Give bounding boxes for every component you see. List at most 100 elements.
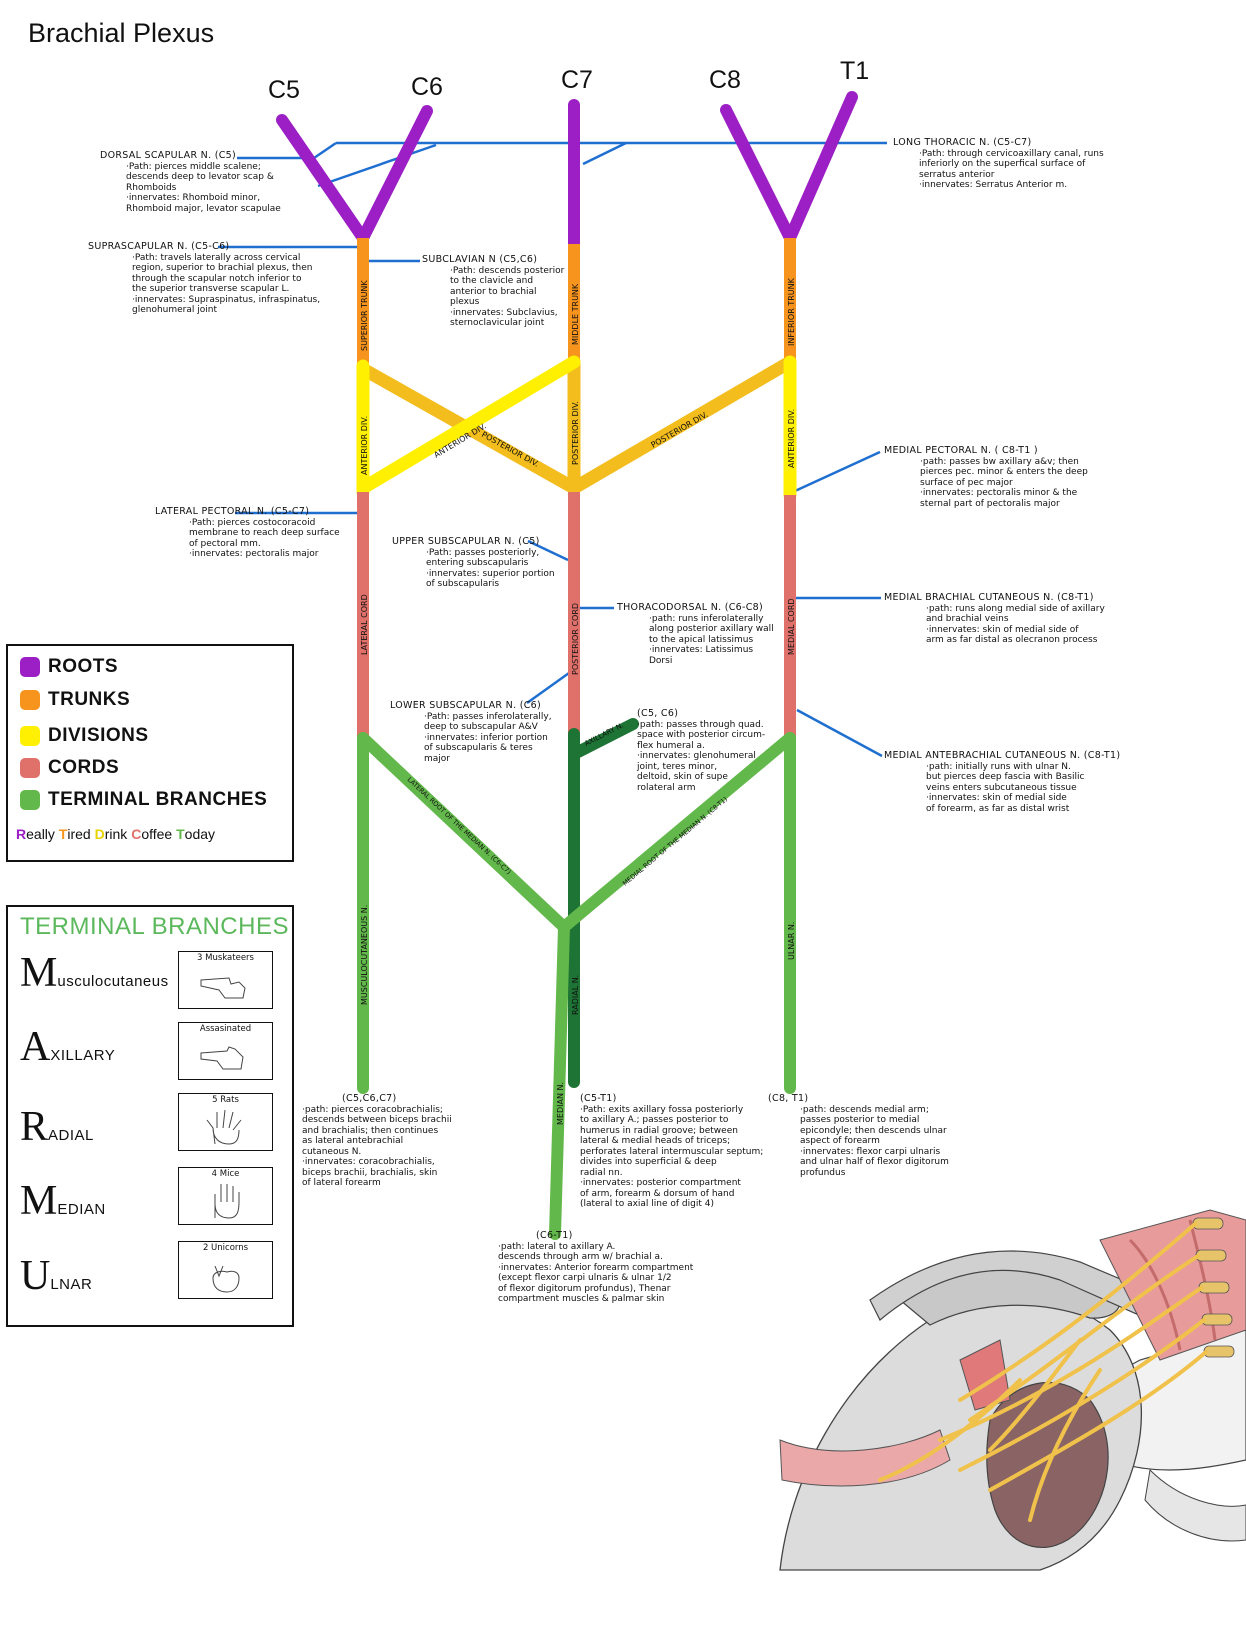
note-line: ·Path: passes posteriorly, <box>426 547 540 558</box>
note-line: veins enters subcutaneous tissue <box>926 782 1077 793</box>
note-line: and brachial veins <box>926 614 1009 624</box>
note-heading: (C8, T1) <box>768 1093 809 1104</box>
note-medial-pectoral: MEDIAL PECTORAL N. ( C8-T1 ) ·path: pass… <box>884 445 1134 509</box>
label-middle-trunk: MIDDLE TRUNK <box>571 283 580 345</box>
note-line: (except flexor carpi ulnaris & ulnar 1/2 <box>498 1273 672 1283</box>
note-line: to axillary A.; passes posterior to <box>580 1115 729 1125</box>
note-line: ·path: pierces coracobrachialis; <box>302 1104 443 1115</box>
muskateers-sketch: 3 Muskateers <box>178 951 273 1009</box>
note-line: ·innervates: superior portion <box>426 568 555 579</box>
legend-item-divisions: DIVISIONS <box>20 725 149 747</box>
note-line: pierces pec. minor & enters the deep <box>920 467 1088 477</box>
note-musculocutaneous: (C5,C6,C7) ·path: pierces coracobrachial… <box>302 1093 462 1189</box>
root-label-c7: C7 <box>561 66 593 94</box>
label-posterior-cord: POSTERIOR CORD <box>571 603 580 675</box>
root-t1 <box>784 91 858 244</box>
shoulder-anatomy-illustration <box>779 1209 1246 1571</box>
root-label-c6: C6 <box>411 73 443 101</box>
note-line: ·innervates: Subclavius, <box>450 307 558 318</box>
note-line: ·innervates: Anterior forearm compartmen… <box>498 1262 694 1273</box>
note-heading: MEDIAL PECTORAL N. ( C8-T1 ) <box>884 445 1038 456</box>
note-line: but pierces deep fascia with Basilic <box>926 772 1085 782</box>
note-line: ·path: lateral to axillary A. <box>498 1241 616 1252</box>
note-line: ·path: passes through quad. <box>637 719 764 730</box>
mnemonic-rest: offee <box>141 826 177 842</box>
sketch-caption: Assasinated <box>199 1024 252 1034</box>
axillary-nerve <box>572 718 639 758</box>
label-inferior-trunk: INFERIOR TRUNK <box>787 277 796 346</box>
note-line: ·path: runs inferolaterally <box>649 613 764 624</box>
root-labels: C5 C6 C7 C8 T1 <box>268 57 869 104</box>
trunks <box>357 238 796 366</box>
note-line: entering subscapularis <box>426 558 529 568</box>
label-ulnar: ULNAR N. <box>787 922 796 960</box>
note-line: major <box>424 753 450 764</box>
terminal-initial: A <box>20 1024 51 1070</box>
legend-item-cords: CORDS <box>20 757 119 779</box>
long-thoracic-c7-line <box>582 141 627 166</box>
note-heading: LATERAL PECTORAL N. (C5-C7) <box>155 506 310 517</box>
note-line: of lateral forearm <box>302 1178 381 1188</box>
page-title: Brachial Plexus <box>28 18 215 48</box>
sketch-caption: 4 Mice <box>211 1169 240 1179</box>
label-medial-cord: MEDIAL CORD <box>787 598 796 655</box>
note-heading: LONG THORACIC N. (C5-C7) <box>893 137 1032 148</box>
terminal-rest: ADIAL <box>48 1127 94 1144</box>
note-line: of arm, forearm & dorsum of hand <box>580 1188 735 1199</box>
label-posterior-div-right: POSTERIOR DIV. <box>650 410 710 450</box>
note-line: ·innervates: inferior portion <box>424 732 548 743</box>
terminal-row-ulnar: ULNAR <box>20 1252 92 1300</box>
note-line: of flexor digitorum profundus), Thenar <box>498 1283 671 1294</box>
label-lateral-cord: LATERAL CORD <box>360 594 369 655</box>
note-line: perforates lateral intermuscular septum; <box>580 1146 764 1157</box>
note-line: ·innervates: flexor carpi ulnaris <box>800 1146 941 1157</box>
mnemonic-initial: R <box>16 826 27 842</box>
note-suprascapular: SUPRASCAPULAR N. (C5-C6) ·Path: travels … <box>88 241 358 316</box>
lateral-root-median <box>357 732 570 933</box>
legend-swatch <box>20 790 40 810</box>
note-medial-antebrachial: MEDIAL ANTEBRACHIAL CUTANEOUS N. (C8-T1)… <box>884 750 1154 814</box>
finger-gun-hand-icon <box>200 977 246 999</box>
dark-terminal <box>568 718 639 1088</box>
upper-subscapular-line <box>527 539 569 562</box>
note-line: plexus <box>450 297 480 307</box>
terminal-row-radial: RADIAL <box>20 1103 94 1151</box>
label-superior-trunk: SUPERIOR TRUNK <box>360 280 369 351</box>
note-heading: UPPER SUBSCAPULAR N. (C5) <box>392 536 540 547</box>
note-line: serratus anterior <box>919 169 995 180</box>
note-line: cutaneous N. <box>302 1146 362 1157</box>
cords <box>357 492 796 738</box>
note-line: ·Path: passes inferolaterally, <box>424 711 552 722</box>
note-line: descends deep to levator scap & <box>126 172 274 182</box>
note-line: profundus <box>800 1167 846 1178</box>
note-line: sternoclavicular joint <box>450 318 545 328</box>
terminal-branches-title: TERMINAL BRANCHES <box>20 913 289 940</box>
note-heading: (C5, C6) <box>637 708 679 719</box>
note-line: joint, teres minor, <box>637 761 718 772</box>
note-line: rolateral arm <box>637 782 696 793</box>
note-line: and ulnar half of flexor digitorum <box>800 1157 949 1167</box>
legend-item-trunks: TRUNKS <box>20 689 130 711</box>
root-c5 <box>276 114 369 244</box>
label-musculocutaneous: MUSCULOCUTANEOUS N. <box>360 905 369 1005</box>
note-line: compartment muscles & palmar skin <box>498 1294 665 1304</box>
note-line: deep to subscapular A&V <box>424 722 538 732</box>
root-c8 <box>720 104 796 244</box>
note-line: Dorsi <box>649 655 673 666</box>
median-nerve <box>549 921 570 1240</box>
legend-label: DIVISIONS <box>48 725 149 746</box>
note-subclavian: SUBCLAVIAN N (C5,C6) ·Path: descends pos… <box>422 254 582 329</box>
note-line: descends between biceps brachii <box>302 1115 452 1125</box>
note-line: biceps brachii, brachialis, skin <box>302 1167 438 1178</box>
terminal-row-musculocutaneus: Musculocutaneus <box>20 949 169 997</box>
note-line: ·path: runs along medial side of axillar… <box>926 603 1105 614</box>
note-heading: SUBCLAVIAN N (C5,C6) <box>422 254 538 265</box>
note-heading: SUPRASCAPULAR N. (C5-C6) <box>88 241 230 252</box>
legend-label: TERMINAL BRANCHES <box>48 789 268 810</box>
note-heading: LOWER SUBSCAPULAR N. (C6) <box>390 700 541 711</box>
sketch-caption: 3 Muskateers <box>197 953 254 963</box>
note-line: ·Path: travels laterally across cervical <box>132 252 301 263</box>
terminal-rest: usculocutaneus <box>57 973 169 990</box>
note-line: ·Path: descends posterior <box>450 265 565 276</box>
terminal-branches-box: TERMINAL BRANCHES Musculocutaneus 3 Musk… <box>6 905 294 1327</box>
